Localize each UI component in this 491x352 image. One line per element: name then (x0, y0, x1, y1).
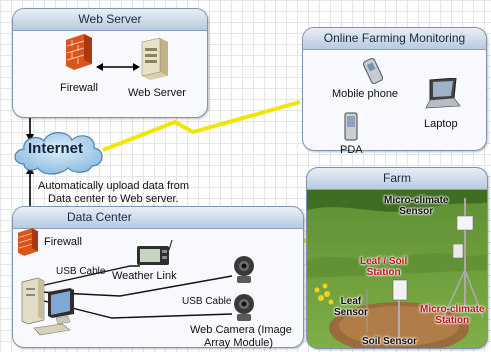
leaf-sensor-label: Leaf Sensor (334, 296, 368, 318)
usb-cable-label-2: USB Cable (182, 296, 232, 307)
leaf-soil-line2: Station (366, 267, 401, 278)
upload-note-line2: Data center to Web server. (48, 193, 179, 205)
micro-climate-station-label: Micro-climate Station (420, 304, 484, 326)
web-server-icon (141, 37, 168, 80)
micro-station-line2: Station (435, 315, 470, 326)
online-monitoring-panel: Online Farming Monitoring (302, 27, 487, 151)
leaf-soil-station-label: Leaf / Soil Station (360, 256, 407, 278)
soil-sensor-label: Soil Sensor (362, 336, 418, 347)
farm-title: Farm (307, 168, 487, 190)
web-camera-icon-2 (234, 294, 254, 321)
mobile-phone-label: Mobile phone (332, 88, 399, 100)
data-center-panel: Data Center (12, 206, 304, 348)
farm-panel: Farm (306, 167, 488, 349)
pda-icon (344, 112, 358, 141)
micro-climate-sensor-label: Micro-climate Sensor (384, 195, 448, 217)
laptop-label: Laptop (424, 118, 458, 130)
usb-cable-label-1: USB Cable (56, 266, 106, 277)
internet-label: Internet (28, 140, 84, 157)
farm-photo (307, 190, 487, 348)
dc-firewall-icon (18, 228, 38, 256)
wireless-link-online (102, 100, 301, 152)
leaf-soil-line1: Leaf / Soil (360, 256, 408, 267)
firewall-server-arrow (96, 63, 140, 71)
firewall-icon (66, 34, 92, 70)
web-server-panel: Web Server (12, 8, 208, 118)
web-firewall-label: Firewall (60, 82, 98, 94)
leaf-sensor-line2: Sensor (334, 307, 368, 318)
web-server-title: Web Server (13, 9, 207, 31)
mobile-phone-icon (362, 58, 384, 84)
data-center-title: Data Center (13, 207, 303, 229)
weather-link-label: Weather Link (112, 270, 177, 282)
micro-station-line1: Micro-climate (420, 304, 485, 315)
weather-link-icon (137, 240, 173, 265)
upload-note-line1: Automatically upload data from (38, 180, 190, 192)
micro-sensor-line2: Sensor (399, 206, 434, 217)
pda-label: PDA (340, 144, 363, 156)
leaf-sensor-line1: Leaf (340, 296, 362, 307)
online-monitoring-title: Online Farming Monitoring (303, 28, 486, 50)
micro-sensor-line1: Micro-climate (384, 195, 449, 206)
web-camera-icon-1 (234, 256, 254, 283)
computer-icon (21, 277, 74, 336)
internet-cloud-icon (14, 132, 103, 175)
web-camera-label-line2: Array Module) (204, 337, 274, 349)
web-camera-label-line1: Web Camera (Image (190, 324, 292, 336)
web-server-label: Web Server (128, 87, 186, 99)
dc-firewall-label: Firewall (44, 236, 82, 248)
laptop-icon (425, 78, 461, 109)
